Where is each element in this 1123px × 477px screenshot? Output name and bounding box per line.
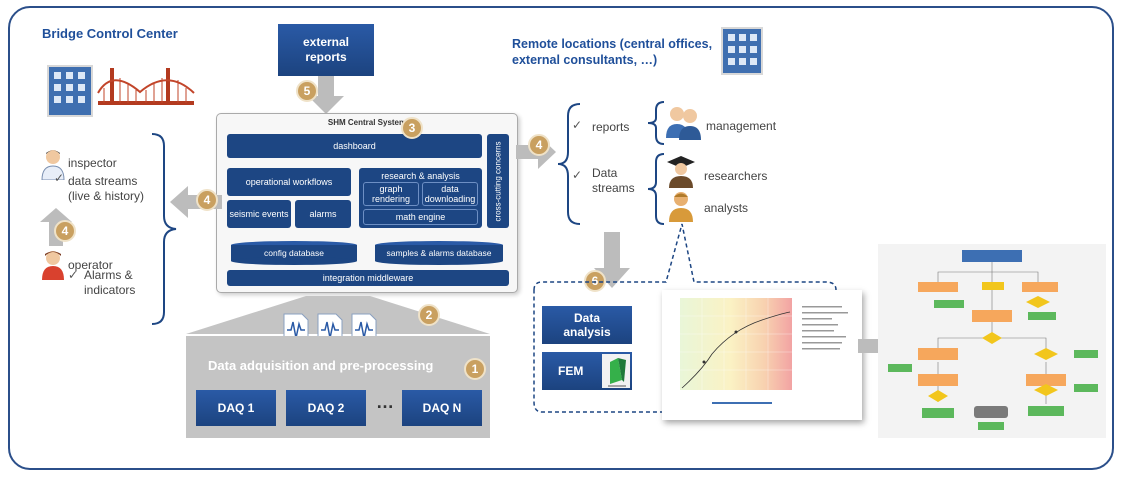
operator-label: operator (68, 258, 113, 272)
remote-building-icon (721, 27, 763, 75)
management-brace (647, 101, 665, 145)
check-icon-operator: ✓ (68, 268, 79, 282)
badge-4-left: 4 (196, 189, 218, 211)
check-icon-reports: ✓ (572, 118, 583, 132)
daq-2-box: DAQ 2 (286, 390, 366, 426)
cross-cutting-block: cross-cutting concerns (487, 134, 509, 228)
operator-icon (42, 251, 64, 280)
badge-4-operator: 4 (54, 220, 76, 242)
badge-1: 1 (464, 358, 486, 380)
badge-6: 6 (584, 270, 606, 292)
data-analysis-line-2: analysis (563, 325, 611, 339)
shm-title: SHM Central System (327, 118, 407, 127)
config-database-label: config database (263, 248, 325, 258)
analysis-chart-graphic (680, 298, 848, 404)
management-icon (666, 107, 701, 140)
analysts-icon (669, 192, 693, 222)
right-brace (557, 103, 581, 225)
analysts-label: analysts (704, 201, 749, 215)
config-database (231, 241, 357, 265)
badge-2: 2 (418, 304, 440, 326)
arrow-external-to-shm (308, 76, 344, 114)
bridge-control-center-title: Bridge Control Center (42, 26, 178, 41)
data-streams-label: data streams (live & history) (68, 174, 144, 204)
alarms-indicators-label: Alarms & indicators (84, 268, 135, 298)
dashboard-block: dashboard (227, 134, 482, 158)
fem-model-icon (602, 354, 630, 388)
data-right-line-2: streams (592, 181, 635, 195)
daq-panel: Data adquisition and pre-processing 1 DA… (186, 336, 490, 438)
daq-to-shm-arrow (186, 296, 490, 334)
daq-1-box: DAQ 1 (196, 390, 276, 426)
remote-title-line-1: Remote locations (central offices, (512, 37, 713, 51)
data-downloading-block: data downloading (422, 182, 478, 206)
data-analysis-line-1: Data (573, 311, 600, 325)
daq-ellipsis: … (376, 392, 394, 412)
bridge-building-icon (47, 65, 195, 117)
diagram-frame (8, 6, 1114, 470)
left-brace (151, 133, 177, 325)
shm-central-system: SHM Central System dashboard operational… (216, 113, 518, 293)
badge-5: 5 (296, 80, 318, 102)
badge-3: 3 (401, 117, 423, 139)
analysis-chart-image (662, 290, 862, 420)
samples-alarms-database-label: samples & alarms database (386, 248, 492, 258)
flowchart-graphic (888, 250, 1098, 430)
cross-cutting-label: cross-cutting concerns (493, 140, 503, 222)
operational-workflows-block: operational workflows (227, 168, 351, 196)
integration-middleware-block: integration middleware (227, 270, 509, 286)
analysis-dashed-outline (533, 223, 837, 413)
alarms-line-2: indicators (84, 283, 136, 297)
seismic-events-block: seismic events (227, 200, 291, 228)
inspector-icon (41, 150, 65, 180)
external-reports-box: external reports (278, 24, 374, 76)
check-icon-inspector: ✓ (54, 171, 65, 185)
data-right-line-1: Data (592, 166, 618, 180)
signal-icons (283, 313, 377, 343)
remote-title-line-2: external consultants, …) (512, 53, 658, 67)
data-streams-line-2: (live & history) (68, 189, 145, 203)
check-icon-datastreams: ✓ (572, 168, 583, 182)
alarms-block: alarms (295, 200, 351, 228)
graph-rendering-block: graph rendering (363, 182, 419, 206)
reports-label: reports (592, 120, 630, 134)
data-streams-line-1: data streams (68, 174, 138, 188)
math-engine-block: math engine (363, 209, 478, 225)
inspector-label: inspector (68, 156, 117, 170)
data-streams-right-label: Data streams (592, 166, 635, 196)
researchers-brace (647, 153, 665, 225)
daq-n-box: DAQ N (402, 390, 482, 426)
external-reports-label-2: reports (305, 50, 347, 64)
external-reports-label-1: external (302, 35, 350, 49)
alarms-line-1: Alarms & (84, 268, 133, 282)
researchers-icon (667, 156, 695, 188)
data-analysis-box: Data analysis (542, 306, 632, 344)
remote-locations-title: Remote locations (central offices, exter… (512, 36, 712, 68)
samples-alarms-database (375, 241, 503, 265)
fem-label: FEM (558, 364, 584, 378)
researchers-label: researchers (704, 169, 768, 183)
management-label: management (706, 119, 777, 133)
flowchart-image (878, 244, 1106, 438)
badge-4-right: 4 (528, 134, 550, 156)
daq-title: Data adquisition and pre-processing (208, 358, 434, 373)
